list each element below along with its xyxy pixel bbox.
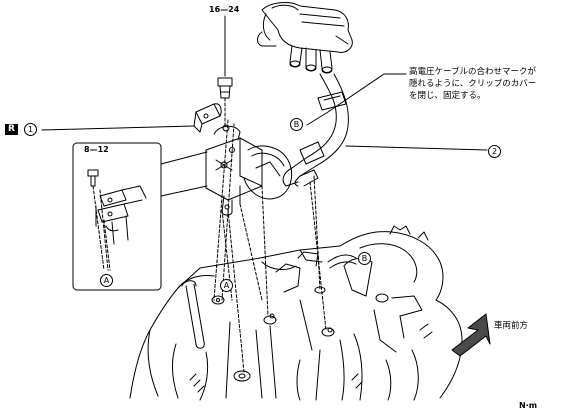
note-line-3: を閉じ、固定する。 — [409, 91, 486, 101]
cable-bundle — [282, 73, 349, 187]
callout-b-upper: B — [290, 118, 303, 131]
distributor-cap — [257, 2, 353, 74]
inset-box — [72, 142, 208, 291]
ignition-coil — [205, 124, 292, 216]
mount-part — [193, 103, 222, 133]
alignment-lines — [213, 97, 327, 373]
callout-b-lower: B — [358, 252, 371, 265]
callout-a-inset: A — [100, 274, 113, 287]
front-label: 車両前方 — [494, 321, 529, 331]
callout-a-main: A — [220, 279, 233, 292]
callout-1: 1 — [24, 123, 37, 136]
vehicle-front-arrow — [451, 313, 491, 357]
r-badge: R — [5, 124, 18, 135]
transaxle-housing — [129, 225, 463, 401]
inset-guides — [92, 185, 111, 271]
torque-label-main: 16—24 — [209, 5, 240, 14]
note-line-1: 高電圧ケーブルの合わせマークが — [409, 67, 536, 77]
bolt-main — [217, 15, 233, 99]
callout-2: 2 — [488, 145, 501, 158]
note-line-2: 隠れるように、クリップのカバー — [409, 79, 537, 89]
torque-label-inset: 8—12 — [84, 145, 109, 154]
leaders — [41, 73, 488, 151]
unit-label: N·m — [519, 401, 538, 410]
